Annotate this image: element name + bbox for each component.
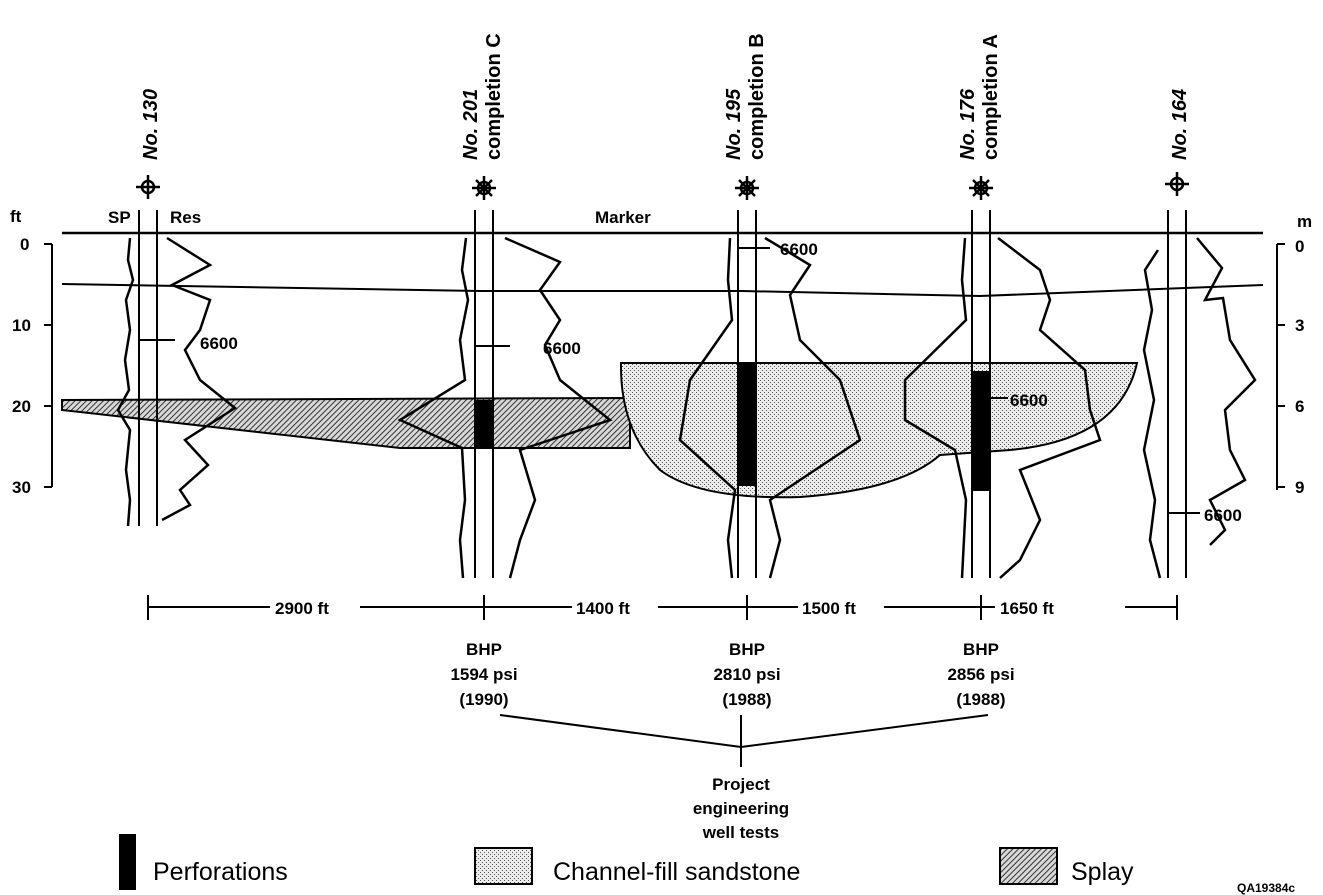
bhp-year: (1990) — [459, 690, 508, 709]
bhp-label: BHP — [729, 640, 765, 659]
well-symbol-201 — [472, 176, 496, 200]
well-name-130: No. 130 — [140, 89, 162, 160]
well-164-borehole — [1168, 210, 1186, 578]
tests-label-line: Project — [712, 775, 770, 794]
m-tick-label: 3 — [1295, 316, 1304, 335]
well-symbol-195 — [735, 176, 759, 200]
m-unit-label: m — [1297, 212, 1312, 231]
m-tick-label: 6 — [1295, 397, 1304, 416]
depth-axis-m: m 0 3 6 9 — [1277, 212, 1312, 497]
ft-tick-label: 0 — [20, 235, 29, 254]
bhp-value: 1594 psi — [450, 665, 517, 684]
well-name-164: No. 164 — [1169, 89, 1191, 160]
legend-channel-swatch — [475, 848, 532, 884]
distance-label: 1650 ft — [1000, 599, 1054, 618]
legend-splay-label: Splay — [1071, 858, 1134, 886]
bhp-year: (1988) — [956, 690, 1005, 709]
depth-mark-label: 6600 — [200, 334, 238, 353]
distance-label: 1400 ft — [576, 599, 630, 618]
legend-splay-swatch — [1000, 848, 1057, 884]
well-symbol-176 — [969, 176, 993, 200]
depth-mark-label: 6600 — [543, 339, 581, 358]
well-name-201: No. 201 — [460, 89, 482, 160]
depth-mark-label: 6600 — [1204, 506, 1242, 525]
channel-fill-body — [621, 363, 1137, 497]
well-130-borehole — [139, 210, 157, 526]
m-tick-label: 9 — [1295, 478, 1304, 497]
well-symbol-164 — [1165, 172, 1189, 196]
distance-label: 2900 ft — [275, 599, 329, 618]
marker-label: Marker — [595, 208, 651, 227]
ft-unit-label: ft — [10, 207, 22, 226]
figure-id: QA19384c — [1237, 881, 1295, 895]
ft-tick-label: 30 — [12, 478, 31, 497]
correlation-line — [62, 284, 1263, 296]
bhp-year: (1988) — [722, 690, 771, 709]
m-tick-label: 0 — [1295, 237, 1304, 256]
bhp-value: 2856 psi — [947, 665, 1014, 684]
bhp-label: BHP — [466, 640, 502, 659]
well-completion-195: completion B — [746, 33, 768, 160]
ft-tick-label: 10 — [12, 316, 31, 335]
legend-perforations-swatch — [119, 834, 136, 890]
depth-mark-label: 6600 — [780, 240, 818, 259]
depth-mark-label: 6600 — [1010, 391, 1048, 410]
well-name-195: No. 195 — [723, 88, 745, 160]
bhp-label: BHP — [963, 640, 999, 659]
well-201-borehole — [475, 210, 493, 578]
legend-channel-label: Channel-fill sandstone — [553, 858, 800, 886]
depth-axis-ft: ft 0 10 20 30 — [10, 207, 52, 497]
well-completion-176: completion A — [980, 34, 1002, 160]
tests-label-line: engineering — [693, 799, 789, 818]
res-label: Res — [170, 208, 201, 227]
well-name-176: No. 176 — [957, 88, 979, 160]
ft-tick-label: 20 — [12, 397, 31, 416]
perforation-201 — [476, 400, 492, 447]
distance-label: 1500 ft — [802, 599, 856, 618]
tests-label-line: well tests — [702, 823, 780, 842]
perforation-195 — [739, 363, 755, 486]
perforation-176 — [973, 371, 989, 491]
tests-connector — [500, 715, 988, 767]
well-completion-201: completion C — [483, 33, 505, 160]
sp-label: SP — [108, 208, 131, 227]
well-symbol-130 — [136, 175, 160, 199]
legend-perforations-label: Perforations — [153, 858, 288, 886]
bhp-value: 2810 psi — [713, 665, 780, 684]
